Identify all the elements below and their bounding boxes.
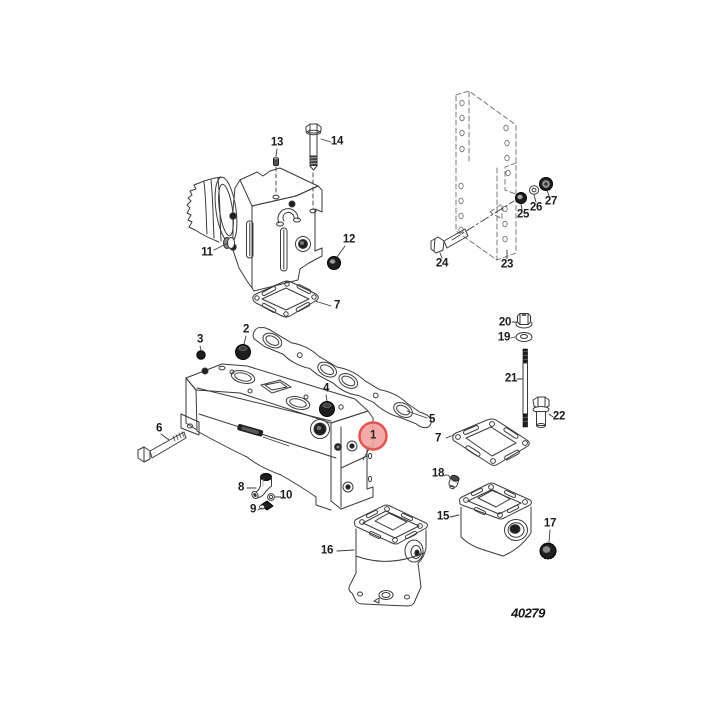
part-2-grommet bbox=[235, 335, 251, 360]
callout-26[interactable]: 26 bbox=[529, 201, 543, 214]
part-24-bolt bbox=[430, 200, 515, 259]
callout-6[interactable]: 6 bbox=[155, 422, 163, 435]
callout-18[interactable]: 18 bbox=[431, 467, 445, 480]
part-27-locknut bbox=[539, 177, 553, 197]
part-15-end-cap-block bbox=[449, 482, 532, 557]
drawing-number: 40279 bbox=[511, 605, 545, 621]
callout-7-upper[interactable]: 7 bbox=[333, 299, 341, 312]
callout-20[interactable]: 20 bbox=[498, 316, 512, 329]
part-10-seal-ring bbox=[267, 493, 282, 501]
callout-21[interactable]: 21 bbox=[504, 372, 518, 385]
callout-14[interactable]: 14 bbox=[330, 135, 344, 148]
part-9-elbow-fitting bbox=[257, 500, 274, 511]
callout-19[interactable]: 19 bbox=[497, 331, 511, 344]
callout-8[interactable]: 8 bbox=[237, 481, 245, 494]
part-4-grommet bbox=[319, 394, 335, 417]
part-25-nut bbox=[515, 192, 527, 210]
callout-24[interactable]: 24 bbox=[435, 257, 449, 270]
callout-3[interactable]: 3 bbox=[196, 333, 204, 346]
callout-15[interactable]: 15 bbox=[436, 510, 450, 523]
callout-7-lower[interactable]: 7 bbox=[434, 432, 442, 445]
part-21-stud bbox=[516, 348, 528, 428]
part-16-riser-block bbox=[336, 504, 428, 607]
part-1-exhaust-manifold bbox=[180, 363, 374, 511]
callout-10[interactable]: 10 bbox=[279, 489, 293, 502]
part-23-bracket bbox=[455, 90, 517, 261]
callout-16[interactable]: 16 bbox=[320, 544, 334, 557]
part-14-bolt bbox=[305, 123, 332, 210]
part-17-plug bbox=[539, 529, 557, 560]
callout-25[interactable]: 25 bbox=[516, 208, 530, 221]
part-1-highlight[interactable] bbox=[358, 421, 388, 461]
part-7-gasket-upper bbox=[252, 280, 332, 318]
callout-2[interactable]: 2 bbox=[242, 323, 250, 336]
callout-4[interactable]: 4 bbox=[322, 382, 330, 395]
part-20-flange-nut bbox=[511, 313, 533, 329]
highlight-circle bbox=[358, 421, 388, 451]
part-6-bolt bbox=[137, 431, 187, 463]
callout-11[interactable]: 11 bbox=[201, 246, 213, 259]
part-13-stud bbox=[273, 148, 279, 194]
callout-12[interactable]: 12 bbox=[342, 233, 356, 246]
callout-27[interactable]: 27 bbox=[544, 195, 558, 208]
callout-5[interactable]: 5 bbox=[428, 413, 436, 426]
callout-22[interactable]: 22 bbox=[552, 410, 566, 423]
part-11-exhaust-elbow-assembly bbox=[186, 167, 323, 292]
part-12-plug bbox=[327, 245, 346, 270]
part-19-washer bbox=[510, 332, 533, 342]
part-7-gasket-lower bbox=[445, 418, 530, 466]
part-3-plug-small bbox=[196, 345, 206, 360]
callout-17[interactable]: 17 bbox=[543, 517, 557, 530]
callout-1[interactable]: 1 bbox=[369, 429, 377, 442]
part-26-washer bbox=[528, 185, 540, 203]
part-5-manifold-gasket bbox=[252, 327, 432, 429]
callout-13[interactable]: 13 bbox=[270, 136, 284, 149]
part-8-hose-fitting bbox=[246, 473, 272, 500]
part-22-bolt bbox=[532, 396, 554, 428]
part-18-fitting bbox=[443, 474, 460, 490]
callout-23[interactable]: 23 bbox=[500, 258, 514, 271]
callout-9[interactable]: 9 bbox=[249, 503, 257, 516]
